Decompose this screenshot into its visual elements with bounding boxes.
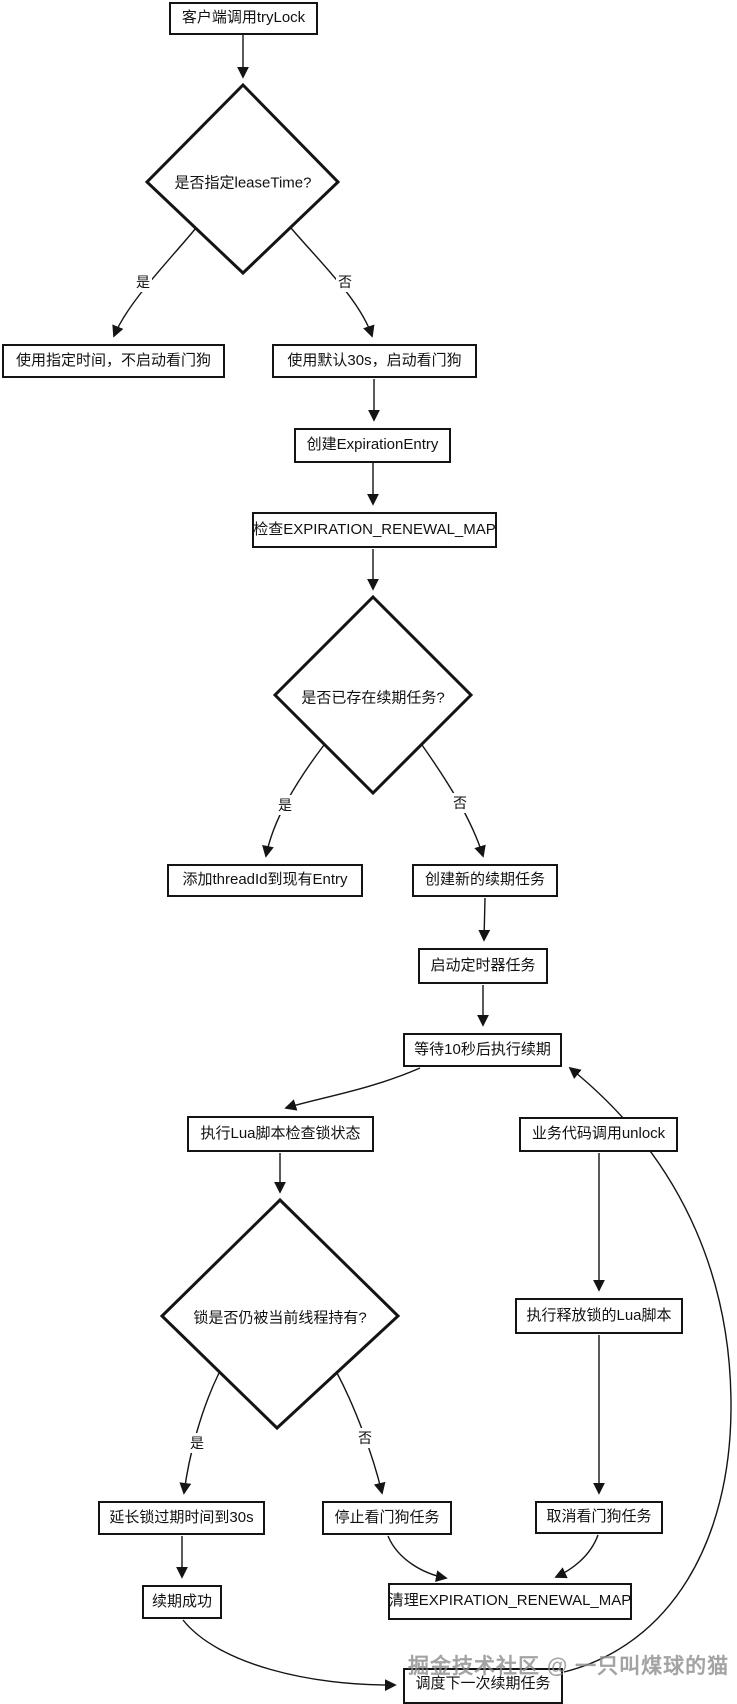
node-use-default-30s: 使用默认30s，启动看门狗: [272, 344, 477, 378]
watermark-text: 掘金技术社区 @ 一只叫煤球的猫: [408, 1655, 730, 1678]
edge-cancel-to-cleanmap: [554, 1534, 599, 1579]
node-cancel-watchdog: 取消看门狗任务: [535, 1501, 663, 1534]
decision-task-exists-shape: [272, 594, 474, 796]
branch-label-leasetime-no: 否: [336, 272, 354, 292]
edge-wait-to-luacheck: [284, 1067, 421, 1111]
node-add-threadid: 添加threadId到现有Entry: [167, 864, 363, 897]
edge-held-yes: [179, 1372, 220, 1495]
node-create-expiration-entry: 创建ExpirationEntry: [294, 428, 451, 463]
edge-leasetime-yes: [112, 227, 197, 338]
node-renew-success: 续期成功: [142, 1585, 222, 1619]
node-wait-10s-renew: 等待10秒后执行续期: [403, 1033, 562, 1067]
edge-schedule-loop-to-wait: [563, 1066, 732, 1673]
branch-label-held-yes: 是: [188, 1433, 206, 1453]
edge-createtask-to-timer: [478, 897, 491, 942]
node-client-trylock: 客户端调用tryLock: [169, 2, 318, 35]
node-start-timer-task: 启动定时器任务: [418, 948, 548, 984]
node-extend-expire-30s: 延长锁过期时间到30s: [98, 1501, 265, 1535]
decision-task-exists-label: 是否已存在续期任务?: [301, 689, 445, 707]
node-clean-expiration-renewal-map: 清理EXPIRATION_RENEWAL_MAP: [388, 1583, 632, 1620]
edge-stop-to-cleanmap: [387, 1535, 448, 1583]
decision-leasetime-label: 是否指定leaseTime?: [174, 174, 312, 192]
node-release-lock-lua: 执行释放锁的Lua脚本: [515, 1298, 683, 1334]
node-stop-watchdog: 停止看门狗任务: [322, 1501, 452, 1535]
node-create-renewal-task: 创建新的续期任务: [412, 864, 558, 897]
edge-exists-yes: [262, 744, 325, 858]
decision-lock-held-label: 锁是否仍被当前线程持有?: [193, 1309, 367, 1327]
branch-label-exists-yes: 是: [276, 795, 294, 815]
decision-leasetime-shape: [144, 82, 341, 276]
node-schedule-next-renewal: 调度下一次续期任务: [403, 1668, 563, 1704]
node-use-specified-time: 使用指定时间，不启动看门狗: [2, 344, 225, 378]
branch-label-held-no: 否: [356, 1428, 374, 1448]
node-business-unlock: 业务代码调用unlock: [519, 1117, 678, 1152]
node-check-expiration-renewal-map: 检查EXPIRATION_RENEWAL_MAP: [252, 512, 497, 548]
edge-renewok-to-schedule: [182, 1619, 397, 1692]
edge-leasetime-no: [290, 227, 375, 338]
branch-label-exists-no: 否: [451, 793, 469, 813]
node-lua-check-lock: 执行Lua脚本检查锁状态: [187, 1116, 374, 1152]
decision-lock-held-shape: [159, 1197, 401, 1431]
branch-label-leasetime-yes: 是: [134, 272, 152, 292]
